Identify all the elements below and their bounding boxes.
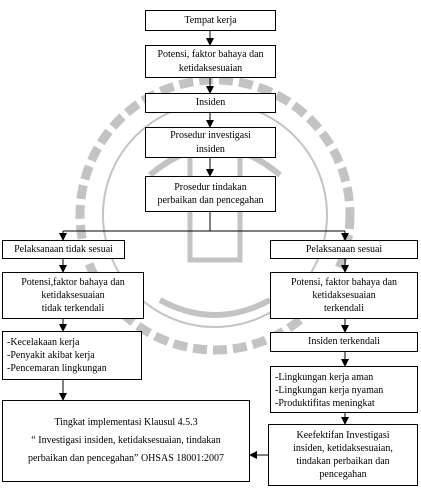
node-prosedur-tindakan: Prosedur tindakan perbaikan dan pencegaha… bbox=[145, 176, 276, 212]
node-line: perbaikan dan pencegahan” OHSAS 18001:20… bbox=[27, 453, 225, 464]
node-line: Potensi, faktor bahaya dan bbox=[290, 276, 398, 288]
node-line: Prosedur tindakan bbox=[174, 181, 247, 193]
node-line: insiden, ketidaksesuaian, bbox=[293, 442, 393, 454]
node-line: -Penyakit akibat kerja bbox=[7, 350, 95, 362]
node-dampak-negatif: -Kecelakaan kerja -Penyakit akibat kerja-… bbox=[2, 331, 142, 380]
node-line: Prosedur investigasi bbox=[170, 130, 251, 142]
node-line: Potensi,faktor bahaya dan bbox=[21, 276, 125, 288]
node-line: -Produktifitas meningkat bbox=[275, 398, 375, 410]
node-line: ketidaksesuaian bbox=[41, 289, 105, 301]
node-line: pencegahan bbox=[319, 469, 367, 481]
node-line: Keefektifan Investigasi bbox=[296, 429, 390, 441]
node-tingkat-implementasi: Tingkat implementasi Klausul 4.5.3 “ Inve… bbox=[2, 400, 250, 482]
node-line: -Kecelakaan kerja bbox=[7, 337, 80, 348]
node-line: -Lingkungan kerja aman bbox=[275, 372, 374, 383]
node-line: terkendali bbox=[324, 303, 364, 315]
node-insiden: Insiden bbox=[145, 93, 276, 113]
node-line: perbaikan dan pencegahan bbox=[157, 195, 264, 206]
node-line: ketidaksesuaian bbox=[178, 62, 243, 74]
node-pelaksanaan-tidak-sesuai: Pelaksanaan tidak sesuai bbox=[2, 240, 125, 259]
node-tempat-kerja: Tempat kerja bbox=[145, 10, 276, 31]
node-line: Pelaksanaan tidak sesuai bbox=[14, 243, 113, 255]
node-dampak-positif: -Lingkungan kerja aman -Lingkungan kerja … bbox=[270, 366, 418, 413]
node-line: -Lingkungan kerja nyaman bbox=[275, 385, 384, 397]
node-line: tindakan perbaikan dan bbox=[296, 456, 390, 467]
node-line: ketidaksesuaian bbox=[312, 289, 376, 301]
node-line: Insiden bbox=[195, 97, 226, 109]
node-line: Tempat kerja bbox=[184, 14, 237, 26]
node-line: Insiden terkendali bbox=[308, 336, 380, 348]
node-line: “ Investigasi insiden, ketidaksesuaian, … bbox=[31, 435, 221, 446]
node-line: Potensi, faktor bahaya dan bbox=[157, 49, 264, 61]
node-line: tidak terkendali bbox=[41, 303, 105, 315]
node-insiden-terkendali: Insiden terkendali bbox=[270, 332, 418, 352]
node-line: insiden bbox=[196, 143, 225, 155]
node-line: Tingkat implementasi Klausul 4.5.3 bbox=[54, 417, 198, 428]
node-pelaksanaan-sesuai: Pelaksanaan sesuai bbox=[270, 240, 418, 259]
node-line: -Pencemaran lingkungan bbox=[7, 363, 107, 375]
node-line: Pelaksanaan sesuai bbox=[305, 243, 383, 255]
